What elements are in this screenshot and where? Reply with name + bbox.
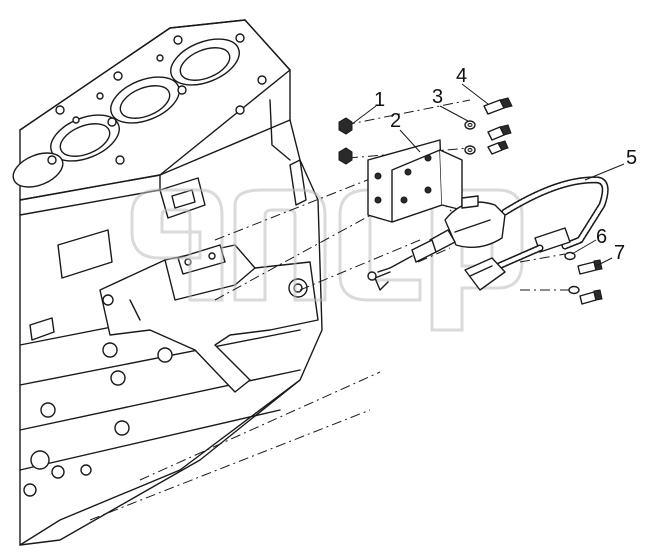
callout-7: 7 — [614, 242, 625, 264]
callout-labels: 1 2 3 4 5 6 7 — [374, 65, 637, 264]
part-3-lock-washer — [464, 120, 476, 155]
callout-1: 1 — [374, 89, 385, 111]
callout-5: 5 — [626, 147, 637, 169]
part-5-shutdown-solenoid — [367, 176, 609, 291]
part-4-bolt — [483, 97, 513, 155]
deck-bolt-holes — [47, 33, 267, 165]
part-1-nut — [338, 117, 353, 165]
callout-3: 3 — [432, 86, 443, 108]
leader-lines — [351, 83, 625, 267]
part-6-washer — [564, 251, 580, 295]
engine-block — [12, 19, 323, 546]
part-7-bolt — [577, 259, 603, 305]
callout-6: 6 — [596, 226, 607, 248]
callout-2: 2 — [390, 110, 401, 132]
callout-4: 4 — [456, 65, 467, 87]
part-2-mounting-bracket — [367, 139, 463, 223]
